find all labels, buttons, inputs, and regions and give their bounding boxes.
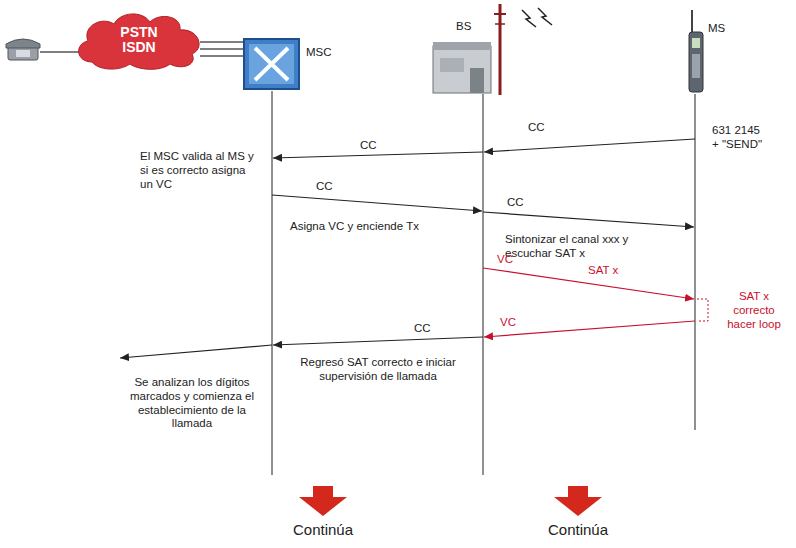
lifeline xyxy=(695,94,696,430)
message-arrow xyxy=(272,195,482,211)
switch-icon xyxy=(243,38,300,90)
message-arrow xyxy=(273,337,483,345)
continue-label: Continúa xyxy=(273,521,373,539)
radio-bolt xyxy=(522,10,536,27)
message-label: VC xyxy=(497,253,527,267)
message-arrow xyxy=(483,212,694,227)
trunk-line xyxy=(200,41,243,43)
base-station-node: BS xyxy=(432,38,492,94)
lifeline xyxy=(483,94,484,475)
mobile-keypad xyxy=(692,54,700,78)
text-holder: BS xyxy=(456,20,471,34)
signal-label: SAT x xyxy=(588,264,638,278)
lifeline xyxy=(272,91,273,475)
step-note: Sintonizar el canal xxx y escuchar SAT x xyxy=(505,233,645,261)
step-note: SAT x correcto hacer loop xyxy=(722,290,786,331)
phone-keypad xyxy=(16,50,30,57)
continue-label: Continúa xyxy=(528,521,628,539)
switch-face xyxy=(249,44,294,84)
telephone-icon xyxy=(6,39,40,60)
tower-arm xyxy=(494,13,506,15)
mobile-icon xyxy=(686,8,706,94)
tower-mast xyxy=(499,4,502,95)
text-holder: MS xyxy=(708,22,725,36)
building-window xyxy=(440,58,464,72)
loop-bracket xyxy=(697,299,708,321)
switch-cross xyxy=(255,48,288,80)
trunk-line xyxy=(200,48,243,50)
mobile-screen xyxy=(692,38,700,48)
message-arrow xyxy=(120,345,272,358)
building-body xyxy=(433,46,491,93)
text-holder: PSTN ISDN xyxy=(72,8,206,72)
message-arrow xyxy=(273,152,483,158)
mobile-node: MS xyxy=(686,8,706,94)
phone-handset xyxy=(6,39,40,48)
switch-node: MSC xyxy=(243,38,300,90)
node-label: BS xyxy=(456,20,471,34)
switch-body xyxy=(244,39,299,89)
dialed-number: 631 2145 + "SEND" xyxy=(712,124,766,152)
message-label: VC xyxy=(500,316,530,330)
tower-arm xyxy=(495,23,505,25)
continue-arrow xyxy=(554,486,602,516)
text-holder: MSC xyxy=(306,46,332,60)
message-arrow xyxy=(484,139,695,152)
mobile-antenna xyxy=(691,10,693,34)
mobile-body xyxy=(689,32,703,92)
building-door xyxy=(470,68,484,93)
base-station-icon xyxy=(432,38,492,94)
radio-bolt xyxy=(538,8,552,25)
cloud-outline xyxy=(79,14,199,69)
node-label: MS xyxy=(708,22,725,36)
building-roof xyxy=(433,42,491,50)
node-label: MSC xyxy=(306,46,332,60)
message-label: CC xyxy=(507,196,537,210)
step-note: El MSC valida al MS y si es correcto asi… xyxy=(140,150,254,191)
continue-arrow xyxy=(299,486,347,516)
node-label: PSTN ISDN xyxy=(113,25,165,56)
step-note: Asigna VC y enciende Tx xyxy=(290,220,440,234)
phone-line xyxy=(40,51,84,53)
message-label: CC xyxy=(316,180,346,194)
message-label: CC xyxy=(414,322,444,336)
step-note: Se analizan los dígitos marcados y comie… xyxy=(122,376,262,431)
step-note: Regresó SAT correcto e iniciar supervisi… xyxy=(288,356,468,384)
message-label: CC xyxy=(360,139,390,153)
trunk-line xyxy=(200,55,243,57)
network-cloud: PSTN ISDN xyxy=(72,8,206,72)
antenna-tower xyxy=(494,4,552,95)
message-label: CC xyxy=(528,121,558,135)
